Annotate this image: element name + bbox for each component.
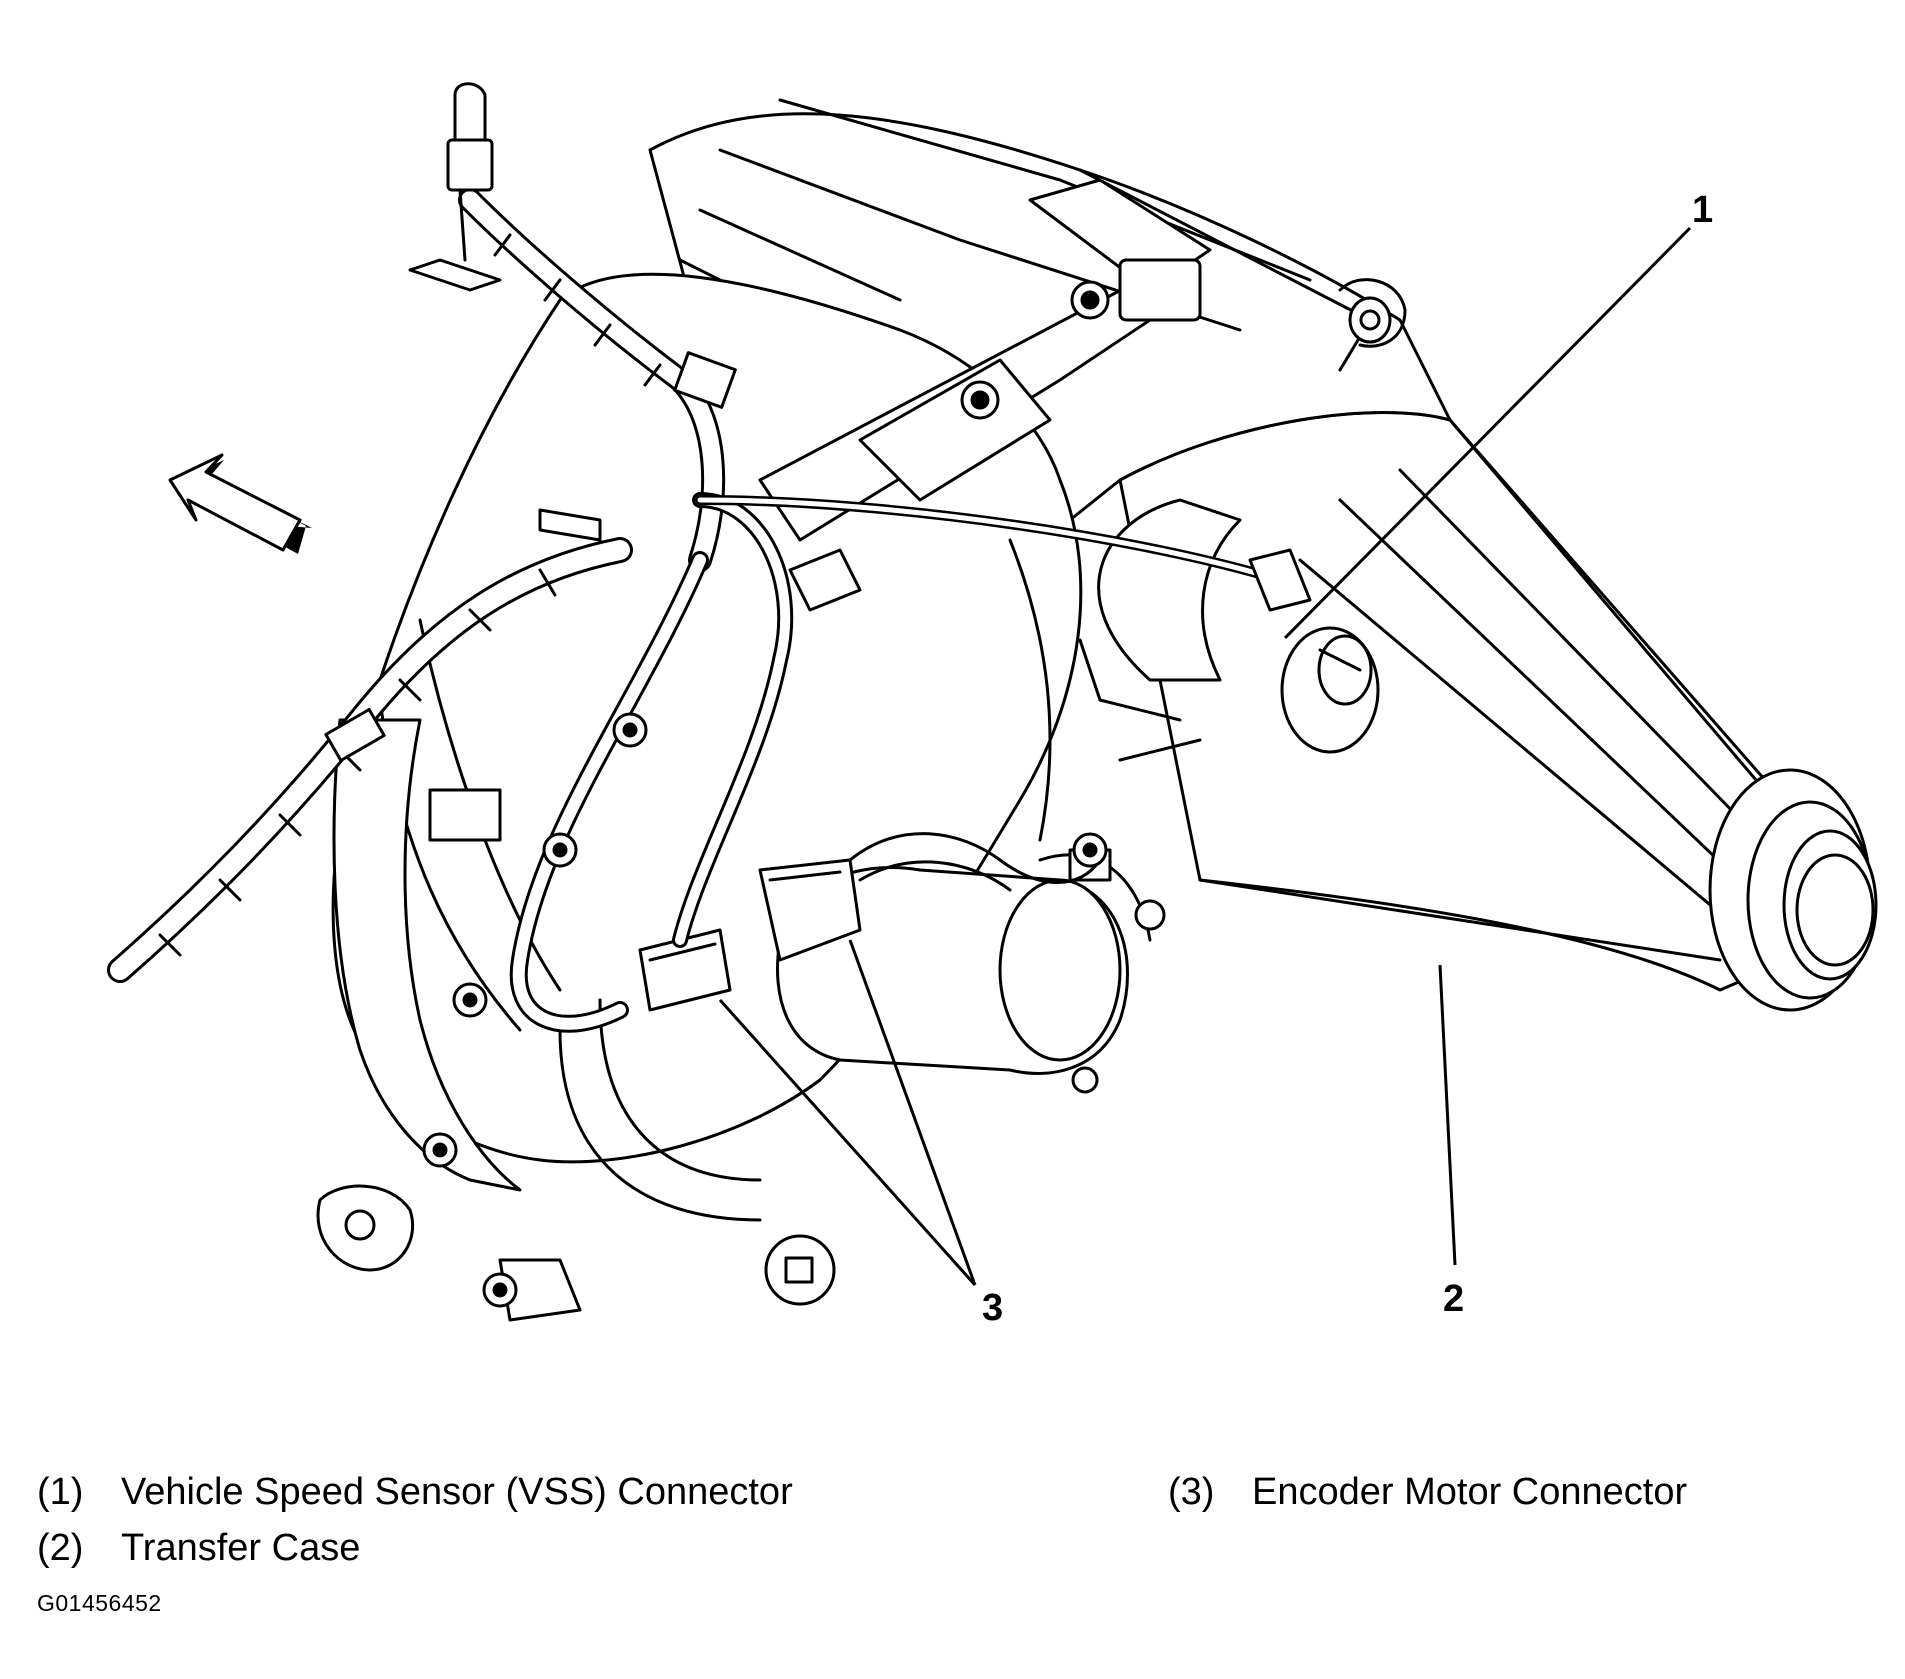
callout-leaders [718, 226, 1692, 1287]
legend-item-1: (1) Vehicle Speed Sensor (VSS) Connector [37, 1470, 793, 1514]
callout-1: 1 [1692, 189, 1713, 231]
callout-2: 2 [1443, 1278, 1464, 1320]
figure-id: G01456452 [37, 1590, 162, 1616]
case-bolts [422, 508, 1108, 1308]
harness-clips [324, 82, 1312, 842]
encoder-motor [776, 848, 1166, 1094]
legend-label: Transfer Case [121, 1527, 361, 1569]
transfer-case-housing [316, 98, 1878, 1322]
legend-label: Encoder Motor Connector [1252, 1471, 1688, 1513]
callout-3: 3 [982, 1287, 1003, 1329]
leader-3b [718, 998, 977, 1287]
legend-number: (2) [37, 1527, 84, 1569]
leader-2 [1438, 964, 1457, 1266]
legend-number: (3) [1168, 1471, 1215, 1513]
legend-number: (1) [37, 1471, 84, 1513]
leader-3a [848, 939, 977, 1286]
leader-1 [1283, 226, 1692, 640]
legend-item-3: (3) Encoder Motor Connector [1168, 1470, 1687, 1514]
legend-label: Vehicle Speed Sensor (VSS) Connector [121, 1471, 793, 1513]
vss-sensor [1280, 626, 1380, 754]
legend-item-2: (2) Transfer Case [37, 1526, 360, 1570]
direction-arrow-icon [168, 453, 312, 554]
encoder-motor-connector [638, 832, 1102, 1012]
